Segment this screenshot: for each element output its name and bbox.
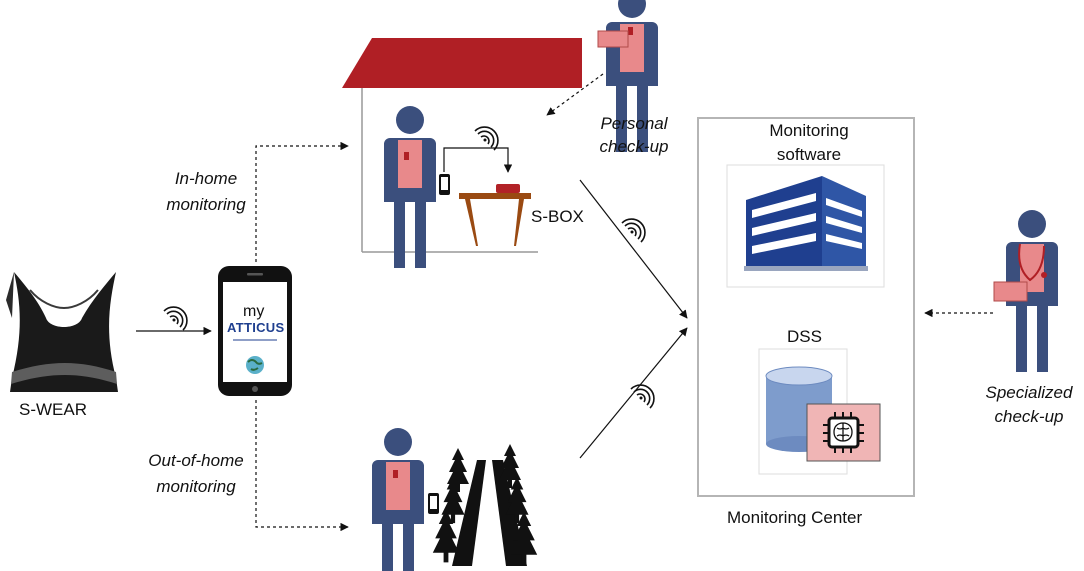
personal-checkup-label: Personal check-up bbox=[592, 112, 676, 158]
sbox-table-icon bbox=[459, 184, 531, 246]
swear-label: S-WEAR bbox=[19, 400, 87, 419]
wifi-icon bbox=[630, 384, 655, 409]
personal-line2: check-up bbox=[599, 137, 669, 156]
arrow-phone-to-home bbox=[255, 141, 349, 262]
specialized-line2: check-up bbox=[994, 407, 1064, 426]
monitoring-center-box bbox=[697, 117, 915, 497]
arrow-phone-to-outdoor bbox=[255, 400, 349, 532]
arrow-phone-to-sbox bbox=[443, 147, 513, 173]
phone-small-icon bbox=[428, 493, 439, 514]
stethoscope-icon bbox=[1018, 243, 1045, 282]
monitoring-software-line2: software bbox=[776, 145, 842, 164]
specialized-checkup-label: Specialized check-up bbox=[983, 381, 1075, 429]
badge-icon bbox=[628, 27, 633, 35]
arrow-home-to-center bbox=[579, 179, 688, 319]
out-of-home-line2: monitoring bbox=[156, 477, 236, 496]
out-of-home-line1: Out-of-home bbox=[148, 451, 244, 470]
clipboard-icon bbox=[993, 281, 1028, 302]
sports-bra-icon bbox=[6, 272, 118, 392]
monitoring-software-line1: Monitoring bbox=[769, 121, 849, 140]
monitoring-software-label: Monitoring software bbox=[744, 119, 874, 167]
ai-chip-icon bbox=[806, 403, 881, 462]
personal-line1: Personal bbox=[600, 114, 668, 133]
in-home-label: In-home monitoring bbox=[160, 166, 252, 218]
out-of-home-label: Out-of-home monitoring bbox=[138, 448, 254, 500]
phone-small-icon bbox=[439, 174, 450, 195]
sbox-label: S-BOX bbox=[531, 207, 584, 226]
arrow-outdoor-to-center bbox=[579, 327, 688, 459]
person-outdoor-icon bbox=[372, 428, 424, 571]
in-home-line1: In-home bbox=[174, 169, 238, 188]
clipboard-icon bbox=[597, 30, 629, 48]
specialized-line1: Specialized bbox=[985, 383, 1073, 402]
person-home-icon bbox=[384, 106, 436, 268]
monitoring-center-label: Monitoring Center bbox=[727, 508, 863, 527]
house-icon bbox=[342, 38, 582, 253]
dss-label: DSS bbox=[787, 327, 822, 346]
sensor-icon bbox=[404, 152, 409, 160]
sensor-icon bbox=[393, 470, 398, 478]
app-name-main: ATTICUS bbox=[227, 320, 285, 335]
building-icon bbox=[744, 176, 868, 271]
app-name-top: my bbox=[243, 303, 265, 320]
forest-road-icon bbox=[432, 444, 538, 566]
wifi-icon bbox=[163, 306, 188, 331]
wifi-icon bbox=[474, 126, 499, 151]
smartphone-icon bbox=[218, 266, 292, 396]
in-home-line2: monitoring bbox=[166, 195, 246, 214]
